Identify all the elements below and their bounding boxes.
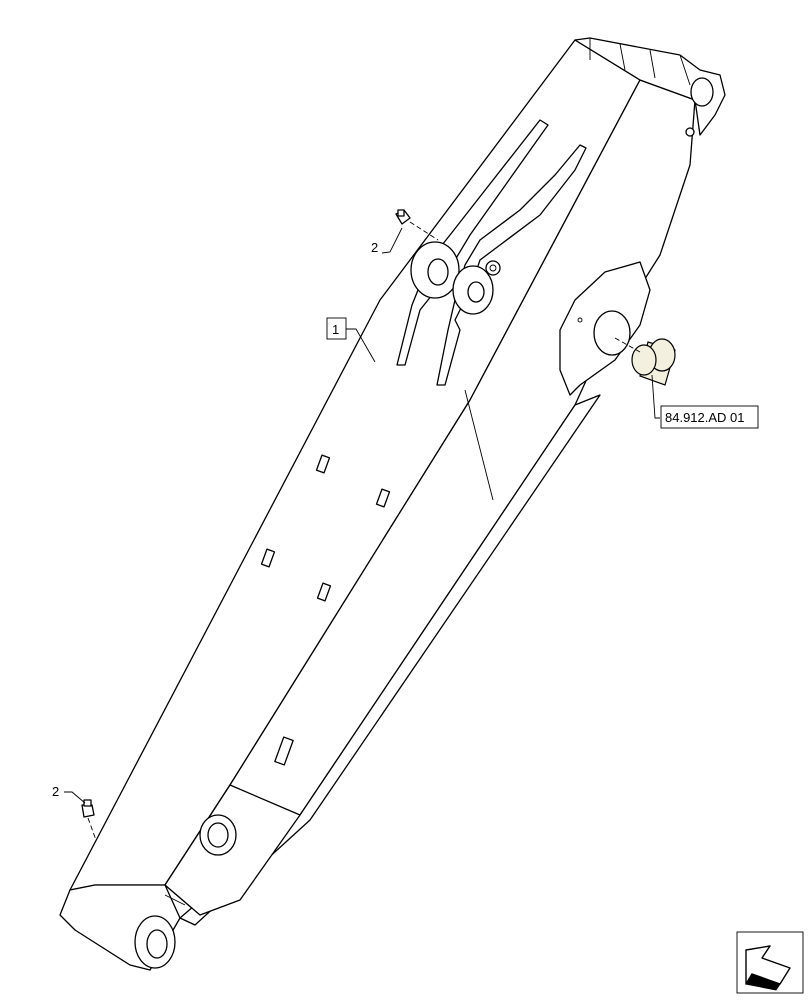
mount-pin-hole xyxy=(593,310,631,356)
top-fitting-center-line xyxy=(409,221,439,241)
callout-item2-bottom: 2 xyxy=(52,784,59,799)
leader-reference xyxy=(651,374,660,419)
rear-bracket xyxy=(574,37,726,136)
cylinder-lug-right xyxy=(436,144,587,386)
boom-arm xyxy=(59,37,726,971)
boom-side-face xyxy=(69,39,641,891)
boom-nose-plate xyxy=(164,784,301,916)
callout-box-item1 xyxy=(326,317,347,340)
pipe-clamp xyxy=(316,582,332,602)
navigation-arrow-icon[interactable] xyxy=(736,931,804,994)
callout-item1: 1 xyxy=(332,322,339,337)
lug-grease-nipple xyxy=(485,260,501,276)
pipe-clamp xyxy=(260,548,276,568)
leader-item2-top xyxy=(381,227,403,254)
rear-pin-hole xyxy=(690,77,714,107)
callout-item2-top: 2 xyxy=(371,240,378,255)
pipe-clamp xyxy=(375,488,391,508)
leader-boom-lug xyxy=(464,389,494,501)
leader-item2-bottom xyxy=(64,791,86,804)
pipe-clamp xyxy=(315,454,331,474)
bushing-center-line xyxy=(614,337,641,353)
bushing xyxy=(631,338,676,386)
bottom-fitting-center-line xyxy=(87,817,97,841)
grease-fitting-bottom xyxy=(81,799,95,818)
nose-boss-hole xyxy=(207,822,229,848)
pipe-clamp xyxy=(274,736,294,766)
grease-fitting-top xyxy=(395,209,411,225)
leader-item1 xyxy=(346,328,376,363)
top-grease-fitting xyxy=(685,127,695,137)
reference-box xyxy=(660,405,759,429)
reference-label: 84.912.AD 01 xyxy=(665,410,745,425)
lug-boss-right-hole xyxy=(467,281,485,303)
front-pin-hole xyxy=(146,929,168,959)
boom-top-face xyxy=(164,79,696,916)
lug-boss-left-hole xyxy=(427,258,449,286)
